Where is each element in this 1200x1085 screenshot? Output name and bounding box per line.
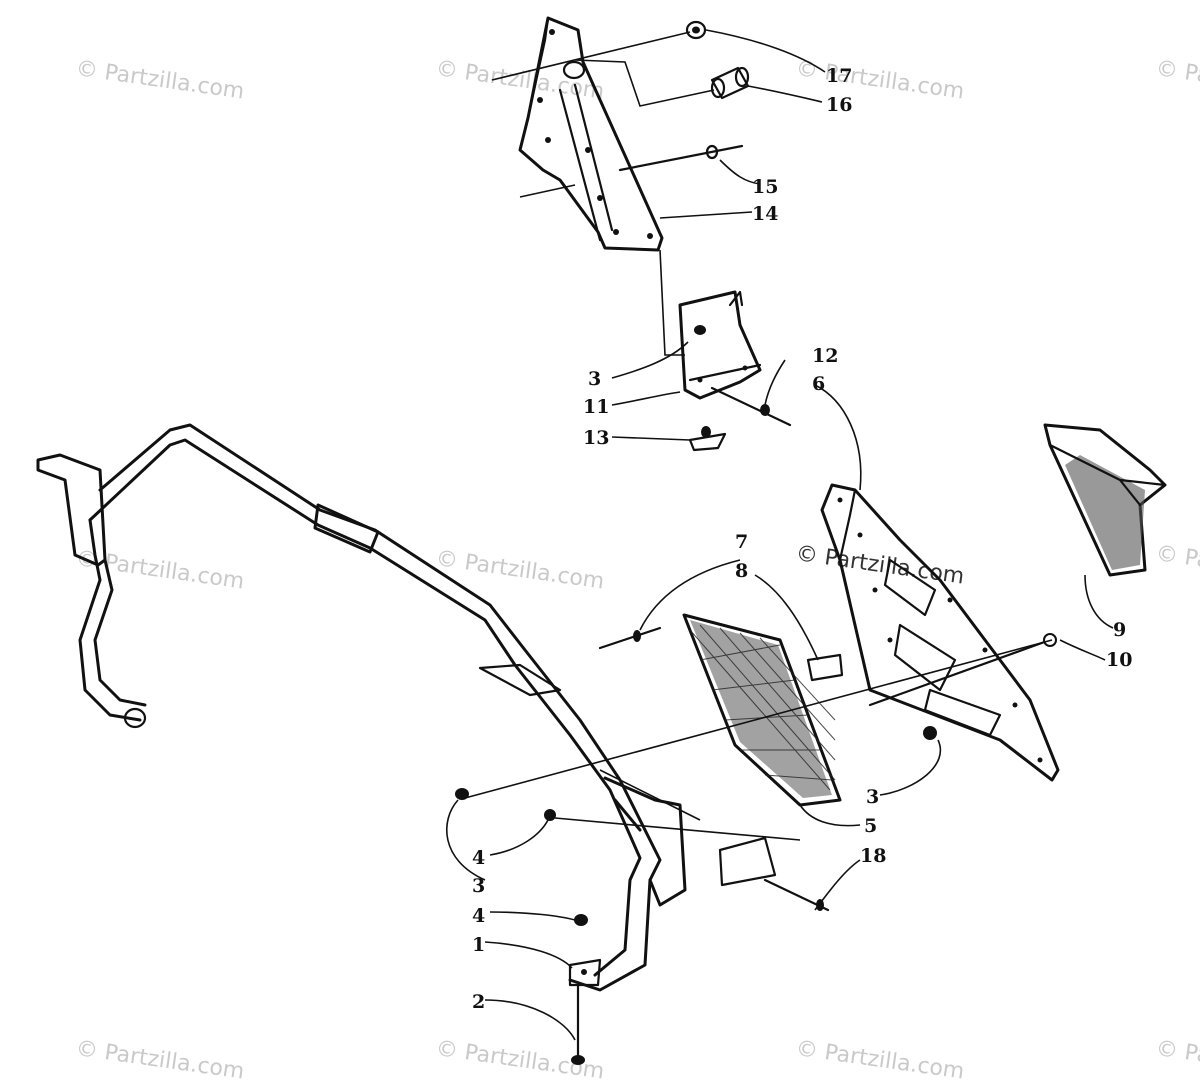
washer-4-lower [574, 914, 588, 926]
grille-screen [682, 613, 842, 807]
callout-labels: 17 16 15 14 12 6 3 11 13 7 8 9 10 3 5 4 … [472, 65, 1132, 1013]
plate-18 [718, 836, 830, 912]
callout-1: 1 [472, 934, 485, 956]
bushing-16 [710, 66, 750, 100]
callout-6: 6 [812, 373, 825, 395]
alignment-lines [464, 31, 1053, 841]
watermark-text: © Partzilla.com [1154, 1036, 1200, 1084]
callout-10: 10 [1106, 649, 1132, 671]
callout-4: 4 [472, 847, 485, 869]
watermark-text: © Partzilla.com [74, 546, 246, 594]
callout-2: 2 [472, 991, 485, 1013]
callout-14: 14 [752, 203, 778, 225]
callout-4: 4 [472, 905, 485, 927]
callout-18: 18 [860, 845, 886, 867]
screw-10 [868, 633, 1057, 707]
callout-16: 16 [826, 94, 852, 116]
callout-15: 15 [752, 176, 778, 198]
watermark-text: © Partzilla.com [794, 1036, 966, 1084]
fastener-12 [710, 386, 792, 427]
nut-3-right [923, 726, 937, 740]
nut-3-left [455, 788, 469, 800]
callout-8: 8 [735, 560, 748, 582]
callout-3: 3 [472, 875, 485, 897]
clip-8 [806, 653, 844, 682]
callout-13: 13 [583, 427, 609, 449]
callout-9: 9 [1113, 619, 1126, 641]
callout-7: 7 [735, 531, 748, 553]
callout-3: 3 [866, 786, 879, 808]
side-panel [820, 483, 1060, 782]
callout-leaders [446, 29, 1114, 1041]
watermark-text: © Partzilla.com [1154, 56, 1200, 104]
rivet-7 [598, 626, 662, 650]
bushing-17 [685, 20, 707, 40]
watermark-text: © Partzilla.com [1154, 541, 1200, 589]
foam-pad [1043, 423, 1167, 577]
bolt-2 [571, 983, 585, 1065]
upper-mounting-plate [518, 16, 664, 252]
callout-3: 3 [588, 368, 601, 390]
callout-17: 17 [826, 65, 852, 87]
bracket-1 [568, 958, 602, 987]
fastener-13 [688, 426, 727, 452]
watermark-text: © Partzilla.com [434, 546, 606, 594]
callout-12: 12 [812, 345, 838, 367]
watermark-text: © Partzilla.com [74, 1036, 246, 1084]
callout-5: 5 [864, 815, 877, 837]
watermarks: © Partzilla.com © Partzilla.com © Partzi… [74, 56, 1200, 1084]
main-frame-tube [36, 423, 687, 992]
watermark-text: © Partzilla.com [794, 56, 966, 104]
watermark-text: © Partzilla.com [74, 56, 246, 104]
screw-15 [618, 144, 744, 172]
washer-4-upper [544, 809, 556, 821]
callout-11: 11 [583, 396, 609, 418]
lower-bracket [678, 290, 762, 400]
